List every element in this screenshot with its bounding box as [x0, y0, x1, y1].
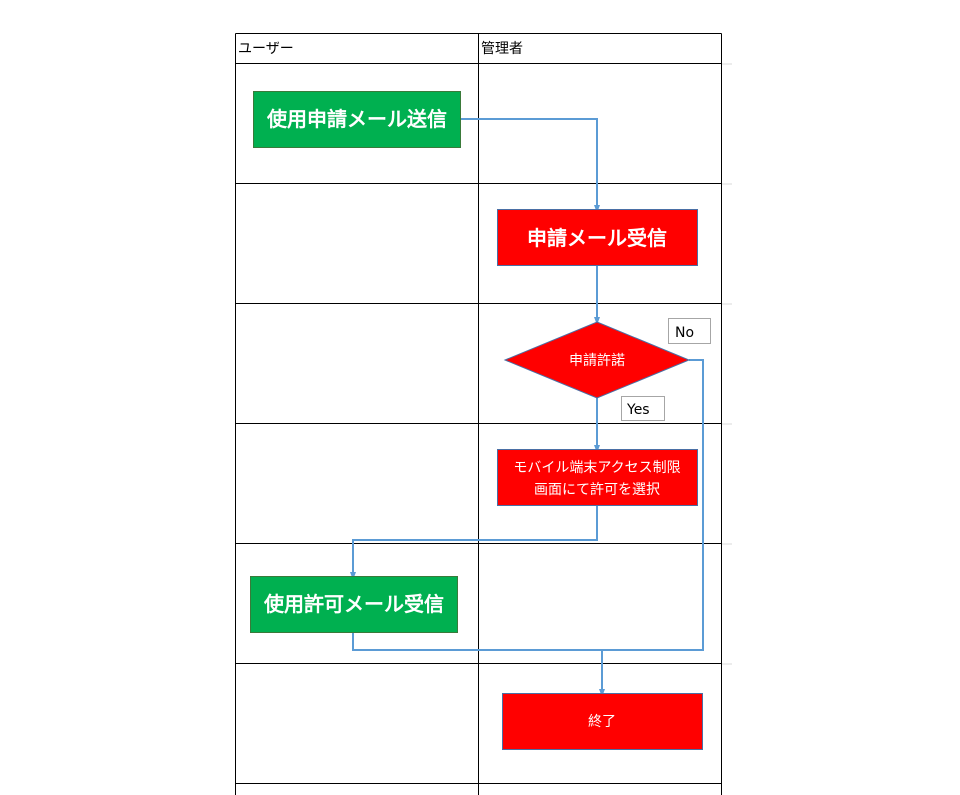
label-yes-box: Yes: [621, 396, 665, 421]
node-receive-permit: 使用許可メール受信: [250, 576, 458, 633]
node-send-request-label: 使用申請メール送信: [266, 107, 447, 131]
node-decision-label: 申請許諾: [569, 353, 625, 369]
node-receive-request: 申請メール受信: [497, 209, 698, 266]
connector-send-to-receive: [461, 118, 600, 213]
node-end: 終了: [502, 693, 703, 750]
label-yes: Yes: [626, 402, 650, 418]
node-receive-permit-label: 使用許可メール受信: [263, 592, 444, 616]
lane-grid: [235, 33, 722, 795]
lane-header-admin: 管理者: [481, 41, 523, 57]
sheet-gridlines: [722, 63, 732, 665]
node-send-request: 使用申請メール送信: [253, 91, 461, 148]
node-select-permit: モバイル端末アクセス制限 画面にて許可を選択: [497, 449, 698, 506]
node-end-label: 終了: [588, 714, 616, 730]
node-select-permit-line1: モバイル端末アクセス制限: [513, 460, 680, 476]
node-receive-request-label: 申請メール受信: [527, 226, 667, 250]
connector-user-to-merge: [352, 632, 602, 651]
node-decision: 申請許諾: [503, 321, 691, 399]
connectors: [350, 118, 704, 697]
connector-permit-to-user: [350, 506, 598, 580]
lane-header-user: ユーザー: [238, 41, 294, 57]
node-select-permit-line2: 画面にて許可を選択: [534, 482, 660, 498]
connector-decision-no: [602, 359, 704, 651]
label-no: No: [675, 325, 694, 341]
label-no-box: No: [668, 318, 711, 344]
